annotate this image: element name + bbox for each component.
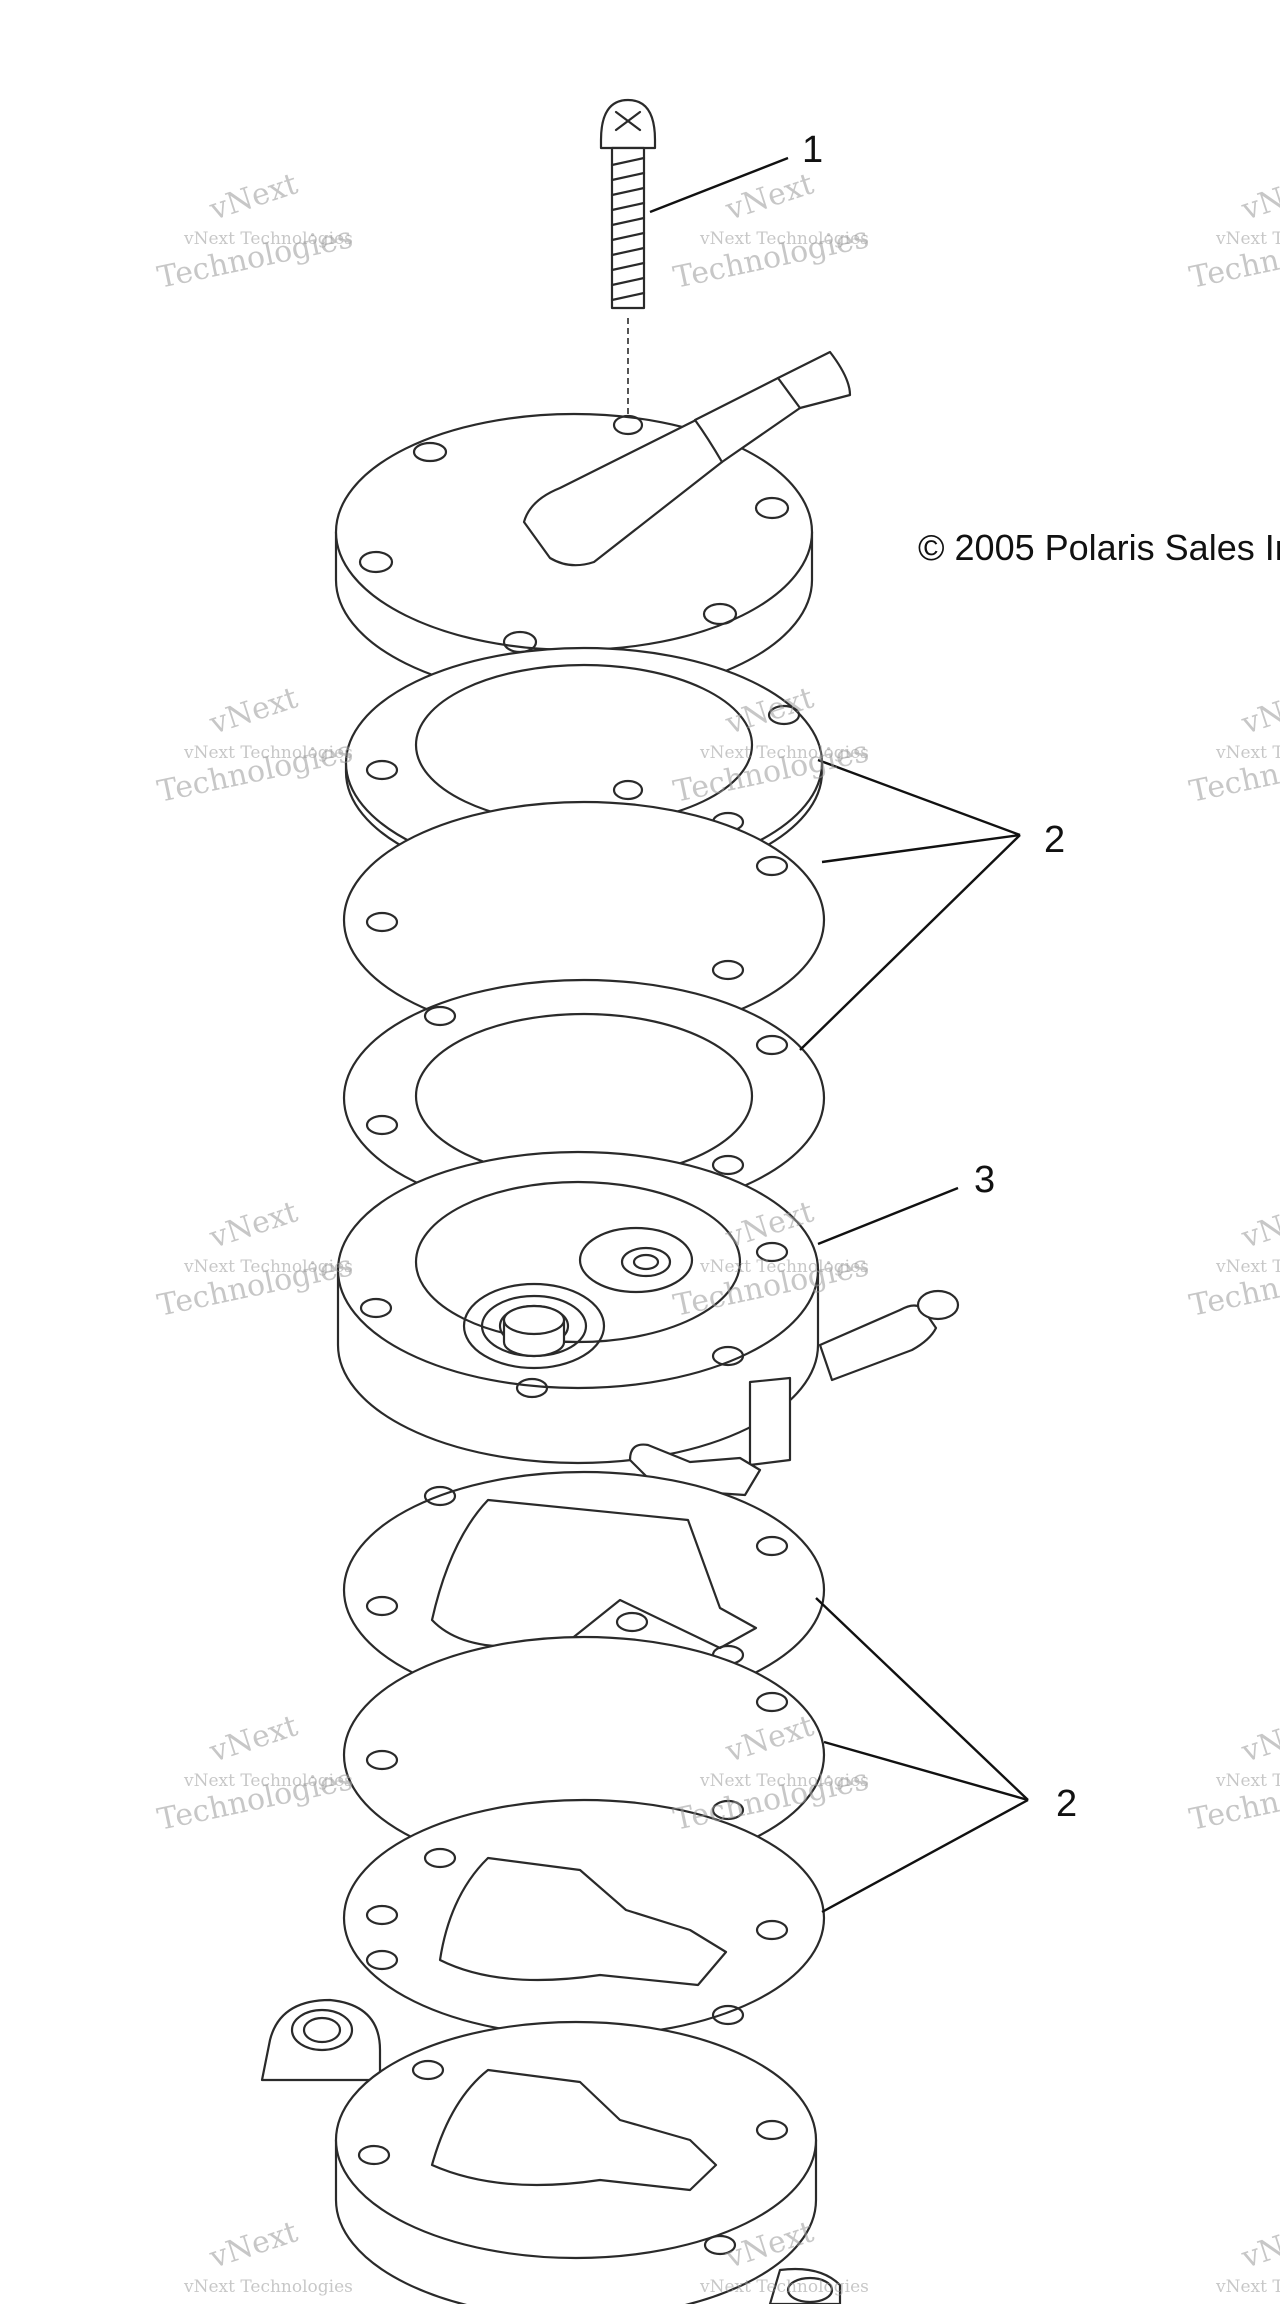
watermark-brand: vNext bbox=[1237, 1709, 1280, 1770]
leader-2e bbox=[823, 1740, 1029, 1802]
watermark-small: vNext Technologies bbox=[699, 1771, 869, 1791]
watermark-small: vNext Technologies bbox=[183, 2277, 353, 2297]
watermark: vNext vNext Technologies Technologies bbox=[1186, 681, 1280, 810]
leader-1 bbox=[649, 156, 789, 214]
watermark: vNext vNext Technologies Technologies bbox=[154, 1709, 355, 1838]
pump-body bbox=[336, 1150, 960, 1512]
callout-1: 1 bbox=[802, 129, 823, 171]
leader-2b bbox=[821, 833, 1021, 864]
watermark-brand: vNext bbox=[205, 681, 302, 742]
watermark-small: vNext Technologies bbox=[1215, 1771, 1280, 1791]
watermark: vNext vNext Technologies Technologies bbox=[1186, 1709, 1280, 1838]
watermark: vNext vNext Technologies Technologies bbox=[154, 681, 355, 810]
leader-3 bbox=[817, 1186, 959, 1246]
leader-2d bbox=[815, 1597, 1029, 1801]
pump-cover bbox=[334, 350, 852, 700]
lower-gasket-1 bbox=[342, 1470, 826, 1710]
leader-2a bbox=[817, 758, 1021, 837]
watermark-brand: vNext bbox=[205, 167, 302, 228]
watermark-brand: vNext bbox=[205, 2215, 302, 2276]
watermark: vNext vNext Technologies bbox=[183, 2215, 353, 2297]
watermark-small: vNext Technologies bbox=[699, 229, 869, 249]
watermark-brand: vNext bbox=[721, 167, 818, 228]
watermark: vNext vNext Technologies Technologies bbox=[670, 167, 871, 296]
watermark-small: vNext Technologies bbox=[699, 2277, 869, 2297]
watermark-brand: vNext bbox=[1237, 1195, 1280, 1256]
watermark-small: vNext Technologies bbox=[1215, 743, 1280, 763]
screw bbox=[599, 98, 657, 425]
copyright-text: © 2005 Polaris Sales In bbox=[918, 527, 1280, 568]
watermark-brand: vNext bbox=[205, 1709, 302, 1770]
watermark-small: vNext Technologies bbox=[183, 1257, 353, 1277]
watermark: vNext vNext Technologies Technologies bbox=[154, 167, 355, 296]
lower-gasket-2 bbox=[342, 1798, 826, 2051]
watermark: vNext vNext Technologies Technologies bbox=[154, 1195, 355, 1324]
watermark-small: vNext Technologies bbox=[1215, 2277, 1280, 2297]
watermark-brand: vNext bbox=[1237, 2215, 1280, 2276]
callout-3: 3 bbox=[974, 1159, 995, 1201]
leader-2c bbox=[799, 834, 1021, 1051]
leader-2f bbox=[821, 1798, 1029, 1914]
watermark-small: vNext Technologies bbox=[183, 1771, 353, 1791]
watermark-small: vNext Technologies bbox=[183, 229, 353, 249]
watermark-small: vNext Technologies bbox=[699, 1257, 869, 1277]
watermark-brand: vNext bbox=[1237, 681, 1280, 742]
watermark: vNext vNext Technologies Technologies bbox=[1186, 167, 1280, 296]
watermark-brand: vNext bbox=[1237, 167, 1280, 228]
watermark-small: vNext Technologies bbox=[699, 743, 869, 763]
watermark: vNext vNext Technologies Technologies bbox=[1186, 1195, 1280, 1324]
callout-2-lower: 2 bbox=[1056, 1783, 1077, 1825]
base-plate bbox=[260, 1998, 842, 2304]
watermark-small: vNext Technologies bbox=[183, 743, 353, 763]
leader-lines bbox=[649, 156, 1029, 1914]
watermark: vNext vNext Technologies bbox=[1215, 2215, 1280, 2297]
watermark-small: vNext Technologies bbox=[1215, 1257, 1280, 1277]
watermark-small: vNext Technologies bbox=[1215, 229, 1280, 249]
watermark-brand: vNext bbox=[205, 1195, 302, 1256]
lower-diaphragm bbox=[342, 1635, 826, 1875]
callout-2-upper: 2 bbox=[1044, 819, 1065, 861]
